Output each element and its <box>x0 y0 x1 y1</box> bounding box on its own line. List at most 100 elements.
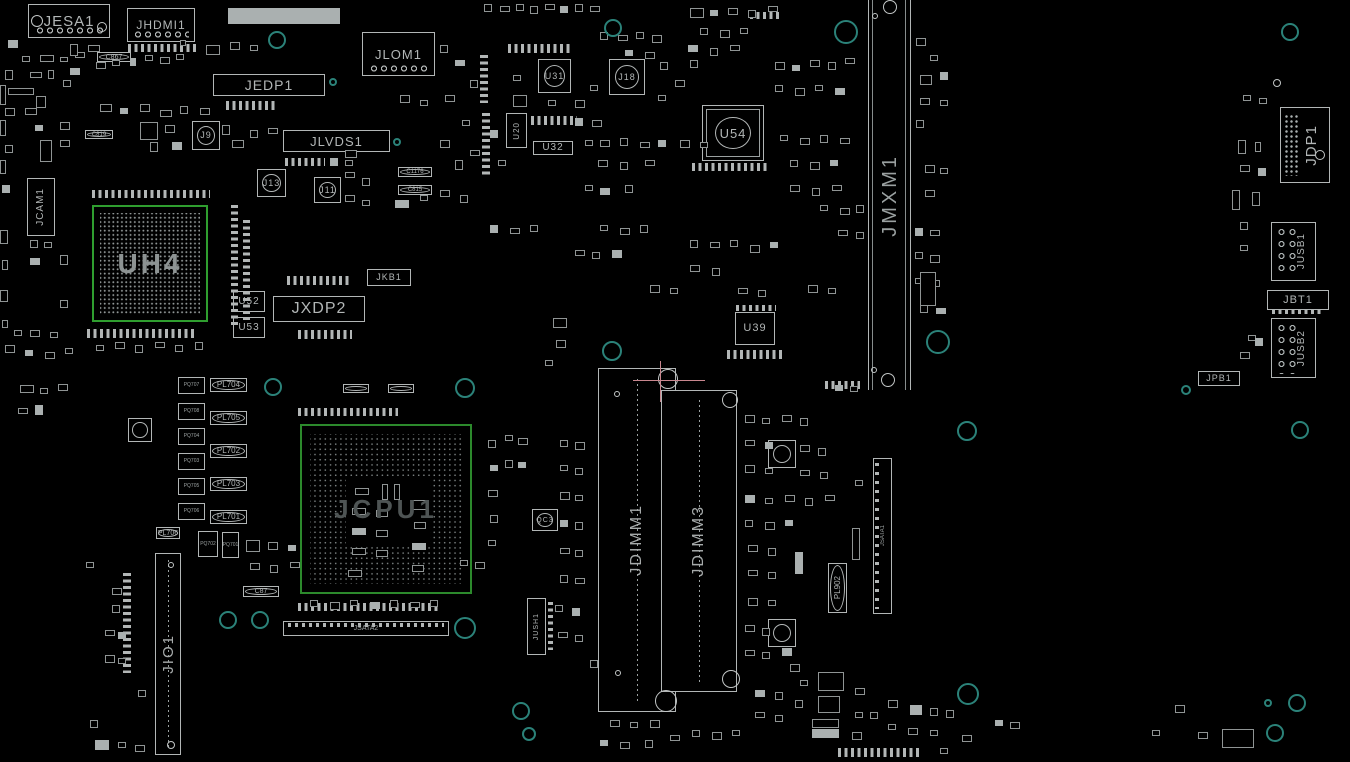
component-jesa1[interactable]: JESA1 <box>28 4 110 38</box>
smd-part <box>560 492 570 500</box>
component-jusb1[interactable]: JUSB1 <box>1271 222 1316 281</box>
component-chip-b[interactable] <box>768 619 796 647</box>
component-u39[interactable]: U39 <box>735 312 775 345</box>
smd-part <box>70 68 80 75</box>
smd-part <box>112 605 120 613</box>
smd-part <box>812 729 839 738</box>
component-pq707[interactable]: PQ707 <box>178 377 205 394</box>
smd-part <box>560 575 568 583</box>
connector-hole <box>1273 79 1281 87</box>
smd-part <box>620 162 628 170</box>
component-chip-c[interactable] <box>128 418 152 442</box>
component-j13[interactable]: J13 <box>257 169 286 197</box>
smd-part <box>808 285 818 293</box>
smd-part <box>575 4 583 12</box>
component-jhdmi1[interactable]: JHDMI1 <box>127 8 195 42</box>
smd-part <box>490 225 498 233</box>
component-oval-a[interactable] <box>343 384 369 393</box>
smd-part <box>268 542 278 550</box>
component-pl706[interactable]: PL706 <box>156 527 180 539</box>
smd-part <box>670 735 680 741</box>
smd-part <box>820 205 828 211</box>
pad-strip <box>736 305 776 311</box>
smd-part <box>855 712 863 718</box>
component-c87[interactable]: C87 <box>243 586 279 597</box>
component-u31[interactable]: U31 <box>538 59 571 93</box>
component-jdimm3[interactable]: JDIMM3 <box>661 390 737 692</box>
smd-part <box>1152 730 1160 736</box>
smd-part <box>688 45 698 52</box>
component-jlvds1[interactable]: JLVDS1 <box>283 130 390 152</box>
smd-part <box>270 565 278 573</box>
component-jedp1[interactable]: JEDP1 <box>213 74 325 96</box>
component-jkb1[interactable]: JKB1 <box>367 269 411 286</box>
pad-strip <box>298 408 398 416</box>
smd-part <box>625 185 633 193</box>
component-u32[interactable]: U32 <box>533 141 573 155</box>
smd-part <box>920 272 936 306</box>
component-pq708[interactable]: PQ708 <box>178 403 205 420</box>
component-j11[interactable]: J11 <box>314 177 341 203</box>
smd-part <box>440 190 450 197</box>
smd-part <box>755 712 765 718</box>
smd-part <box>246 540 260 552</box>
smd-part <box>556 340 566 348</box>
smd-part <box>8 88 34 95</box>
oval-body <box>99 54 129 60</box>
component-oval-b[interactable] <box>388 384 414 393</box>
smd-part <box>810 162 820 170</box>
component-jlom1[interactable]: JLOM1 <box>362 32 435 76</box>
mounting-hole <box>1181 385 1191 395</box>
component-j18[interactable]: J18 <box>609 59 645 95</box>
component-jpb1[interactable]: JPB1 <box>1198 371 1240 386</box>
component-jcam1[interactable]: JCAM1 <box>27 178 55 236</box>
component-pq706[interactable]: PQ706 <box>178 503 205 520</box>
chip-circle-mark <box>543 64 566 88</box>
component-j9[interactable]: J9 <box>192 121 220 150</box>
component-jbt1[interactable]: JBT1 <box>1267 290 1329 310</box>
smd-part <box>490 130 498 138</box>
component-pq704[interactable]: PQ704 <box>178 428 205 445</box>
smd-part <box>745 650 755 656</box>
component-u20[interactable]: U20 <box>506 113 527 148</box>
smd-part <box>645 52 655 59</box>
component-pl703[interactable]: PL703 <box>210 477 247 491</box>
smd-part <box>800 470 810 476</box>
smd-part <box>930 230 940 236</box>
component-uh4[interactable]: UH4 <box>92 205 208 322</box>
component-jdp1[interactable]: JDP1 <box>1280 107 1330 183</box>
smd-part <box>20 385 34 393</box>
component-c1176[interactable]: C1176 <box>398 167 432 177</box>
component-pl701[interactable]: PL701 <box>210 510 247 524</box>
smd-part <box>345 172 355 178</box>
component-pl705[interactable]: PL705 <box>210 411 247 425</box>
smd-part <box>118 658 126 664</box>
smd-part <box>560 6 568 13</box>
component-u54[interactable]: U54 <box>702 105 764 161</box>
component-c819[interactable]: C819 <box>85 130 113 139</box>
component-pl702[interactable]: PL702 <box>210 444 247 458</box>
component-pq702[interactable]: PQ702 <box>198 531 218 557</box>
component-pq703[interactable]: PQ703 <box>178 453 205 470</box>
component-pl902[interactable]: PL902 <box>828 563 847 613</box>
component-jxdp2[interactable]: JXDP2 <box>273 296 365 322</box>
oval-body <box>345 386 367 391</box>
smd-part <box>1222 729 1254 748</box>
component-pl704[interactable]: PL704 <box>210 378 247 392</box>
component-jcpu1[interactable]: JCPU1 <box>300 424 472 594</box>
component-jush1[interactable]: JUSH1 <box>527 598 546 655</box>
component-jio1[interactable]: JIO1 <box>155 553 181 755</box>
smd-part <box>352 528 366 535</box>
component-jsata1[interactable]: JSATA1 <box>873 458 892 614</box>
component-pq701[interactable]: PQ701 <box>222 532 239 558</box>
component-jusb2[interactable]: JUSB2 <box>1271 318 1316 378</box>
component-c815[interactable]: C815 <box>398 185 432 195</box>
smd-part <box>785 520 793 526</box>
component-qc3[interactable]: QC3 <box>532 509 558 531</box>
smd-part <box>810 60 820 67</box>
component-jmxm1[interactable]: JMXM1 <box>868 0 912 390</box>
component-jsata2[interactable]: JSATA2 <box>283 621 449 636</box>
component-pq705[interactable]: PQ705 <box>178 478 205 495</box>
smd-part <box>650 285 660 293</box>
component-label: U54 <box>719 125 747 141</box>
